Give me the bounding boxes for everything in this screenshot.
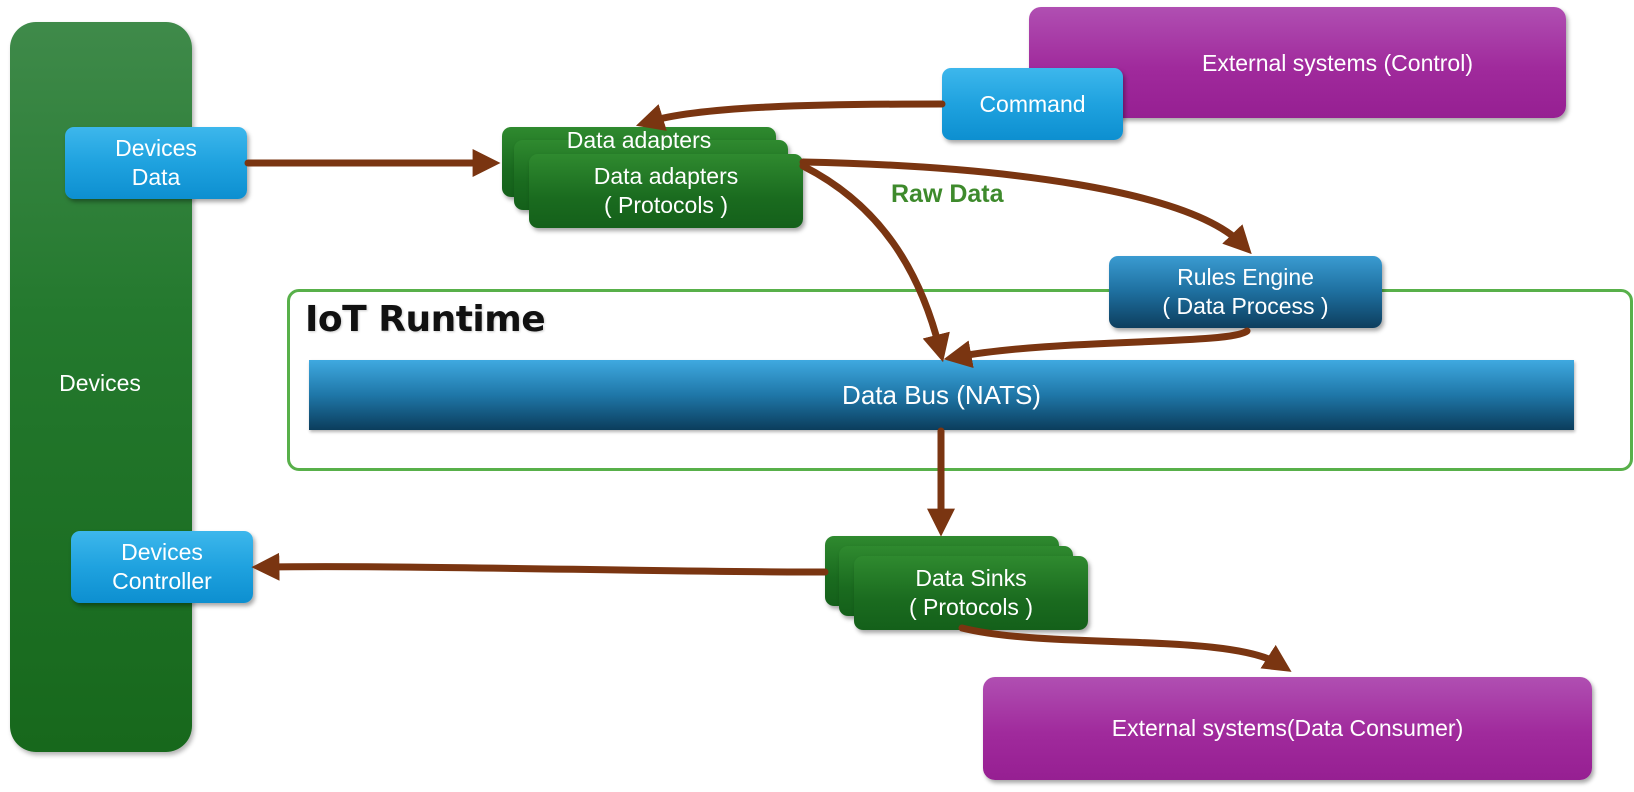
data-sinks-line2: ( Protocols ) xyxy=(909,594,1033,620)
data-adapter-hidden-label: Data adapters xyxy=(566,130,712,150)
external-systems-consumer-label: External systems(Data Consumer) xyxy=(1111,715,1464,741)
rules-engine-line1: Rules Engine xyxy=(1177,264,1314,290)
external-systems-control-label: External systems (Control) xyxy=(1202,50,1473,76)
raw-data-label: Raw Data xyxy=(891,180,1004,208)
rules-engine-box: Rules Engine ( Data Process ) xyxy=(1109,256,1382,328)
arrow-adapters-to-rules xyxy=(799,158,1252,255)
devices-panel-label: Devices xyxy=(59,370,141,396)
data-bus-label: Data Bus (NATS) xyxy=(842,379,1041,410)
data-adapters-box: Data adapters ( Protocols ) xyxy=(529,154,803,228)
rules-engine-line2: ( Data Process ) xyxy=(1162,293,1329,319)
devices-data-line1: Devices xyxy=(115,135,197,161)
data-bus-bar: Data Bus (NATS) xyxy=(309,360,1574,430)
arrow-sinks-to-controller xyxy=(251,552,829,581)
data-sinks-line1: Data Sinks xyxy=(915,565,1027,591)
devices-data-line2: Data xyxy=(131,164,181,190)
arrow-command-to-adapters xyxy=(635,100,946,131)
devices-data-box: Devices Data xyxy=(65,127,247,199)
command-label: Command xyxy=(979,90,1086,117)
devices-controller-box: Devices Controller xyxy=(71,531,253,603)
data-sinks-box: Data Sinks ( Protocols ) xyxy=(854,556,1088,630)
arrow-sinks-to-consumer xyxy=(958,624,1292,672)
devices-controller-line2: Controller xyxy=(112,568,212,594)
command-box: Command xyxy=(942,68,1123,140)
data-adapters-line2: ( Protocols ) xyxy=(604,192,728,218)
data-adapters-line1: Data adapters xyxy=(593,163,739,189)
iot-runtime-title: IoT Runtime xyxy=(305,299,546,340)
devices-controller-line1: Devices xyxy=(121,539,203,565)
external-systems-consumer-box: External systems(Data Consumer) xyxy=(983,677,1592,780)
